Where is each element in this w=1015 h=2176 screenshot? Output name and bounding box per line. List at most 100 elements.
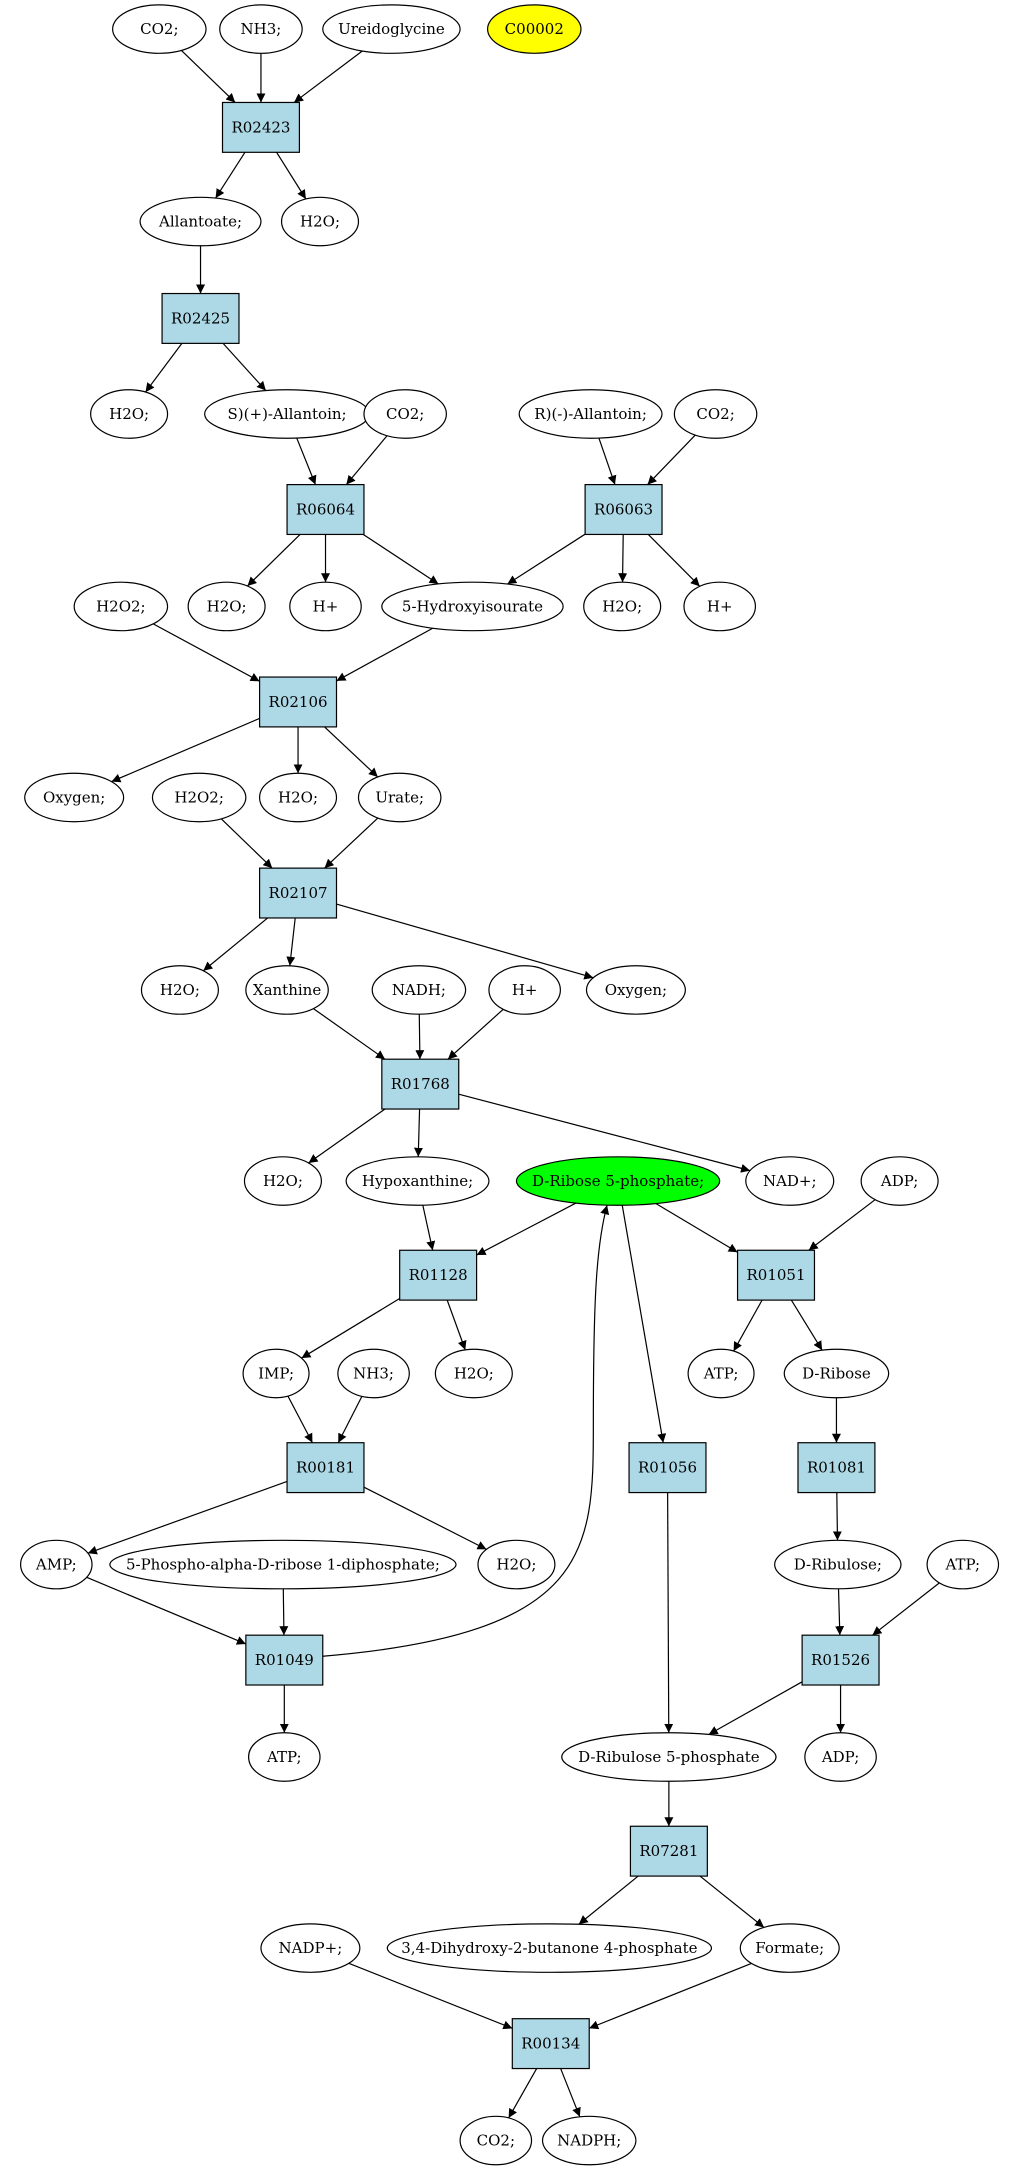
reaction-node-r11[interactable]: R01056 <box>628 1442 707 1494</box>
compound-node-c10[interactable]: R)(-)-Allantoin; <box>518 389 663 439</box>
compound-node-c1[interactable]: CO2; <box>112 4 207 54</box>
compound-node-c49[interactable]: NADPH; <box>541 2115 637 2166</box>
compound-node-c2[interactable]: NH3; <box>219 4 303 54</box>
edge-r4-c16 <box>618 534 628 583</box>
edge-r5-c21 <box>324 726 379 778</box>
compound-node-c40[interactable]: D-Ribulose; <box>774 1539 902 1590</box>
edge-r9-c35 <box>733 1299 763 1352</box>
compound-ellipse <box>322 4 461 54</box>
compound-node-c14[interactable]: H+ <box>289 581 362 632</box>
compound-label: S)(+)-Allantoin; <box>228 405 347 423</box>
compound-ellipse <box>518 389 663 439</box>
compound-node-c42[interactable]: ATP; <box>247 1732 321 1782</box>
compound-node-c47[interactable]: Formate; <box>739 1923 840 1973</box>
reaction-node-r2[interactable]: R02425 <box>161 292 240 344</box>
compound-node-c38[interactable]: 5-Phospho-alpha-D-ribose 1-diphosphate; <box>109 1539 457 1590</box>
compound-label: H2O; <box>454 1364 494 1382</box>
compound-node-c6[interactable]: H2O; <box>280 196 360 247</box>
reaction-box <box>245 1634 324 1686</box>
compound-node-c32[interactable]: IMP; <box>242 1348 310 1399</box>
edge-r12-c40 <box>832 1492 842 1541</box>
compound-node-c29[interactable]: D-Ribose 5-phosphate; <box>515 1156 721 1206</box>
compound-node-c16[interactable]: H2O; <box>583 581 662 632</box>
compound-node-c26[interactable]: Oxygen; <box>585 965 686 1015</box>
compound-label: H2O; <box>602 597 642 615</box>
reaction-node-r12[interactable]: R01081 <box>797 1442 876 1494</box>
compound-node-c44[interactable]: ADP; <box>804 1732 877 1782</box>
compound-node-c4[interactable]: C00002 <box>486 4 582 54</box>
compound-node-c15[interactable]: 5-Hydroxyisourate <box>381 581 564 632</box>
compound-node-c19[interactable]: H2O2; <box>151 772 247 823</box>
compound-node-c11[interactable]: CO2; <box>673 389 758 439</box>
compound-label: 5-Phospho-alpha-D-ribose 1-diphosphate; <box>126 1556 440 1574</box>
reaction-node-r16[interactable]: R00134 <box>511 2018 590 2070</box>
compound-node-c39[interactable]: H2O; <box>477 1539 556 1590</box>
reaction-node-r4[interactable]: R06063 <box>584 483 663 536</box>
compound-node-c3[interactable]: Ureidoglycine <box>322 4 461 54</box>
compound-ellipse <box>280 196 360 247</box>
compound-node-c22[interactable]: H2O; <box>140 965 219 1015</box>
reaction-node-r6[interactable]: R02107 <box>258 867 338 919</box>
compound-label: ATP; <box>266 1748 302 1766</box>
reaction-node-r14[interactable]: R01526 <box>801 1634 880 1686</box>
reaction-node-r15[interactable]: R07281 <box>629 1825 708 1877</box>
reaction-node-r13[interactable]: R01049 <box>245 1634 324 1686</box>
compound-node-c25[interactable]: H+ <box>488 965 561 1015</box>
edge-r13-c29 <box>322 1205 610 1657</box>
compound-node-c9[interactable]: CO2; <box>363 389 447 439</box>
compound-node-c21[interactable]: Urate; <box>357 772 442 823</box>
compound-node-c34[interactable]: H2O; <box>434 1348 513 1399</box>
compound-ellipse <box>357 772 442 823</box>
compound-node-c24[interactable]: NADH; <box>371 965 467 1015</box>
compound-label: ATP; <box>944 1556 980 1574</box>
compound-ellipse <box>477 1539 556 1590</box>
reaction-node-r3[interactable]: R06064 <box>286 483 365 536</box>
compound-label: D-Ribulose 5-phosphate <box>578 1748 760 1766</box>
reaction-node-r10[interactable]: R00181 <box>286 1442 365 1494</box>
compound-ellipse <box>804 1732 877 1782</box>
compound-node-c43[interactable]: D-Ribulose 5-phosphate <box>561 1732 777 1782</box>
compound-ellipse <box>745 1156 835 1206</box>
compound-label: R)(-)-Allantoin; <box>534 405 647 423</box>
compound-node-c20[interactable]: H2O; <box>258 772 338 823</box>
reaction-node-r1[interactable]: R02423 <box>221 101 301 153</box>
compound-node-c45[interactable]: NADP+; <box>260 1923 361 1973</box>
compound-node-c28[interactable]: Hypoxanthine; <box>345 1156 490 1206</box>
reaction-box <box>381 1058 460 1110</box>
compound-node-c37[interactable]: AMP; <box>20 1539 93 1590</box>
compound-node-c27[interactable]: H2O; <box>243 1156 322 1206</box>
compound-label: AMP; <box>35 1556 77 1574</box>
compound-node-c12[interactable]: H2O2; <box>73 581 169 632</box>
compound-node-c35[interactable]: ATP; <box>687 1348 755 1399</box>
compound-node-c30[interactable]: NAD+; <box>745 1156 835 1206</box>
compound-node-c8[interactable]: S)(+)-Allantoin; <box>204 389 371 439</box>
compound-node-c18[interactable]: Oxygen; <box>24 772 125 823</box>
compound-node-c31[interactable]: ADP; <box>860 1156 939 1206</box>
compound-label: H2O; <box>300 213 340 231</box>
edge-r2-c7 <box>145 343 183 393</box>
compound-label: H2O; <box>278 789 318 807</box>
reaction-node-r9[interactable]: R01051 <box>736 1249 816 1301</box>
edge-c21-r6 <box>324 817 379 869</box>
compound-node-c7[interactable]: H2O; <box>90 389 169 439</box>
compound-ellipse <box>24 772 125 823</box>
reaction-node-r5[interactable]: R02106 <box>258 676 338 728</box>
compound-node-c36[interactable]: D-Ribose <box>783 1348 890 1399</box>
edge-r4-c15 <box>507 533 586 585</box>
compound-ellipse <box>515 1156 721 1206</box>
compound-label: CO2; <box>477 2132 515 2150</box>
compound-ellipse <box>247 1732 321 1782</box>
compound-label: CO2; <box>140 20 178 38</box>
compound-node-c5[interactable]: Allantoate; <box>139 196 262 247</box>
edge-c29-r9 <box>655 1203 738 1253</box>
compound-node-c23[interactable]: Xanthine <box>245 965 329 1015</box>
reaction-node-r7[interactable]: R01768 <box>381 1058 460 1110</box>
compound-node-c41[interactable]: ATP; <box>926 1539 1000 1590</box>
compound-node-c48[interactable]: CO2; <box>459 2115 533 2166</box>
compound-ellipse <box>245 965 329 1015</box>
compound-node-c13[interactable]: H2O; <box>187 581 266 632</box>
compound-node-c33[interactable]: NH3; <box>337 1348 410 1399</box>
reaction-node-r8[interactable]: R01128 <box>399 1249 478 1301</box>
compound-node-c46[interactable]: 3,4-Dihydroxy-2-butanone 4-phosphate <box>386 1923 713 1973</box>
compound-node-c17[interactable]: H+ <box>683 581 757 632</box>
